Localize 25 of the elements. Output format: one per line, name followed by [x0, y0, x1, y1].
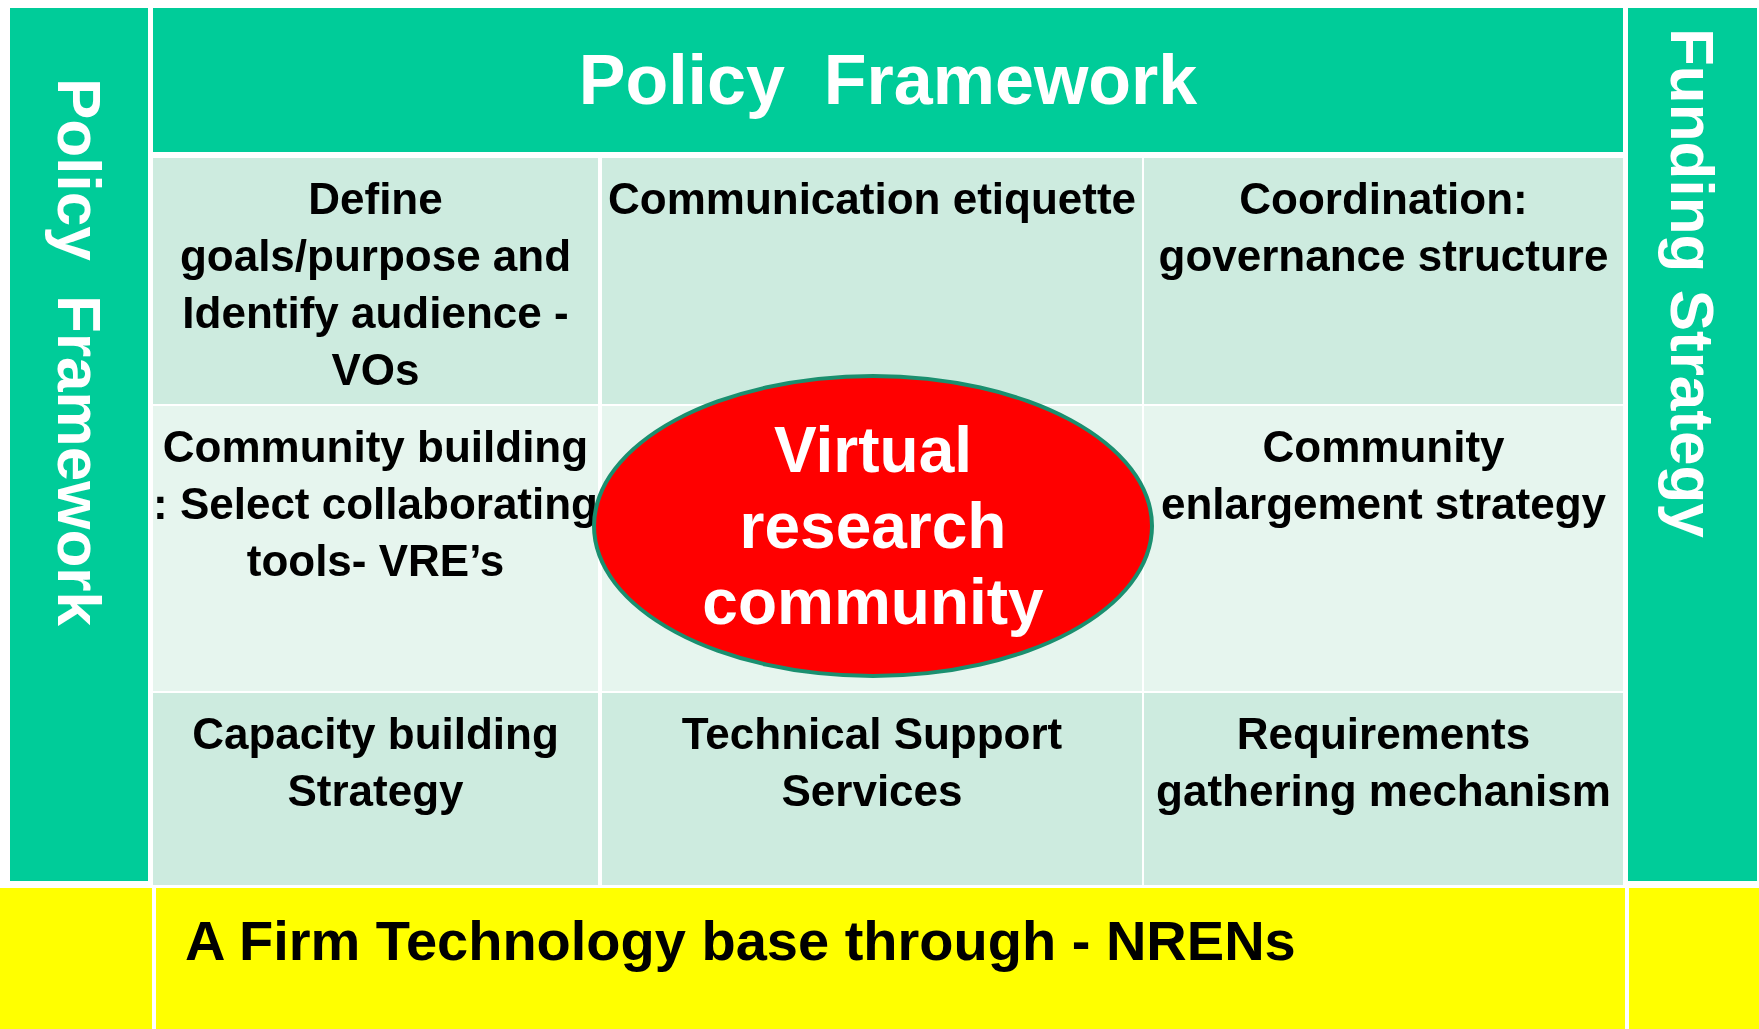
- grid-cell: [1144, 406, 1623, 691]
- ellipse-label: Virtual research community: [701, 413, 1045, 640]
- grid-cell: [153, 693, 598, 885]
- heading: Policy Framework: [578, 40, 1198, 120]
- side-band: [1628, 8, 1757, 881]
- grid-cell: [602, 158, 1142, 404]
- cell-text: Community building : Select collaborating tools- VRE’s: [153, 421, 598, 587]
- cell-text: Define goals/purpose and Identify audience - VOs: [178, 173, 573, 396]
- cell-text: Technical Support Services: [680, 708, 1064, 817]
- vertical-heading: Policy Framework: [43, 78, 115, 626]
- footer-band: [0, 888, 1759, 1029]
- vertical-heading: Funding Strategy: [1657, 28, 1728, 538]
- grid-cell: [1144, 158, 1623, 404]
- grid-cell: [1144, 693, 1623, 885]
- grid-cell: [153, 158, 598, 404]
- grid-cell: [153, 406, 598, 691]
- side-band: [10, 8, 148, 881]
- cell-text: Communication etiquette: [608, 173, 1136, 225]
- footer-text: A Firm Technology base through - NRENs: [185, 908, 1296, 973]
- cell-text: Requirements gathering mechanism: [1155, 708, 1612, 817]
- header-band: [153, 8, 1623, 152]
- cell-text: Community enlargement strategy: [1159, 421, 1608, 530]
- cell-text: Coordination: governance structure: [1157, 173, 1610, 282]
- grid-cell: [602, 693, 1142, 885]
- cell-text: Capacity building Strategy: [191, 708, 560, 817]
